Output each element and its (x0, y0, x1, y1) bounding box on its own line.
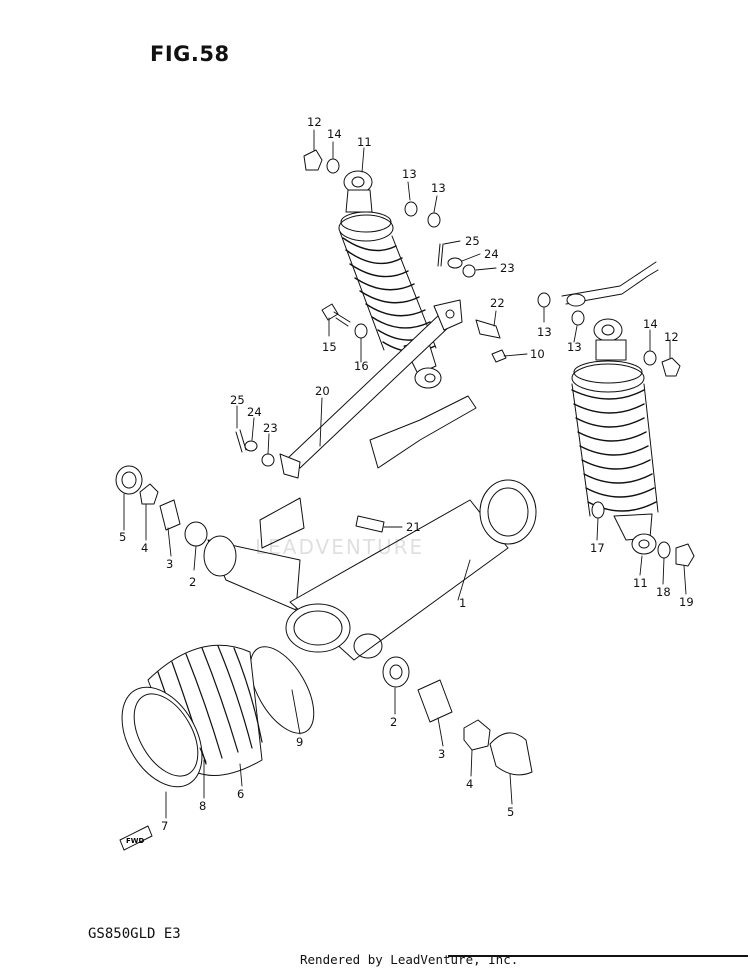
callout-2: 2 (189, 575, 196, 589)
callout-12: 12 (664, 330, 679, 344)
callout-25: 25 (230, 393, 245, 407)
washer-13-icon (404, 201, 418, 217)
figure-title: FIG.58 (150, 42, 230, 66)
callout-18: 18 (656, 585, 671, 599)
watermark: LEADVENTURE (255, 535, 425, 559)
callout-13: 13 (567, 340, 582, 354)
callout-numbers: 12 14 11 13 13 25 24 23 22 15 16 10 13 1… (119, 115, 694, 833)
callout-13: 13 (537, 325, 552, 339)
callout-14: 14 (643, 317, 658, 331)
callout-5: 5 (507, 805, 514, 819)
callout-1: 1 (459, 596, 466, 610)
callout-19: 19 (679, 595, 694, 609)
callout-4: 4 (466, 777, 473, 791)
left-pin-hardware (235, 429, 275, 467)
callout-12: 12 (307, 115, 322, 129)
callout-9: 9 (296, 735, 303, 749)
rubber-boot (121, 644, 315, 788)
callout-20: 20 (315, 384, 330, 398)
torque-link (279, 299, 463, 479)
callout-14: 14 (327, 127, 342, 141)
callout-16: 16 (354, 359, 369, 373)
bolt-21-icon (355, 515, 385, 533)
callout-23: 23 (263, 421, 278, 435)
callout-17: 17 (590, 541, 605, 555)
callout-10: 10 (530, 347, 545, 361)
callout-11: 11 (633, 576, 648, 590)
left-shock-hardware (303, 149, 476, 339)
callout-4: 4 (141, 541, 148, 555)
bolt-10-icon (491, 349, 507, 363)
washer-13b-icon (427, 212, 441, 228)
footer-rule (448, 955, 748, 957)
callout-7: 7 (161, 819, 168, 833)
washer-16-icon (354, 323, 368, 339)
callout-24: 24 (247, 405, 262, 419)
left-shock-absorber (338, 170, 442, 389)
callout-3: 3 (166, 557, 173, 571)
pivot-hardware (115, 465, 533, 776)
callout-13: 13 (431, 181, 446, 195)
nut-12-icon (303, 149, 323, 171)
callout-3: 3 (438, 747, 445, 761)
callout-25: 25 (465, 234, 480, 248)
washer-14-icon (326, 158, 340, 174)
callout-22: 22 (490, 296, 505, 310)
callout-13: 13 (402, 167, 417, 181)
callout-15: 15 (322, 340, 337, 354)
swingarm (203, 395, 537, 661)
leader-lines (123, 129, 687, 819)
callout-24: 24 (484, 247, 499, 261)
model-code: GS850GLD E3 (88, 926, 181, 942)
callout-21: 21 (406, 520, 421, 534)
bolt-22-icon (475, 319, 501, 339)
callout-6: 6 (237, 787, 244, 801)
callout-5: 5 (119, 530, 126, 544)
right-shock-absorber (537, 261, 695, 567)
callout-11: 11 (357, 135, 372, 149)
callout-23: 23 (500, 261, 515, 275)
callout-8: 8 (199, 799, 206, 813)
forward-label: FWD (126, 837, 145, 845)
forward-direction-marker: FWD (119, 825, 153, 851)
callout-2: 2 (390, 715, 397, 729)
